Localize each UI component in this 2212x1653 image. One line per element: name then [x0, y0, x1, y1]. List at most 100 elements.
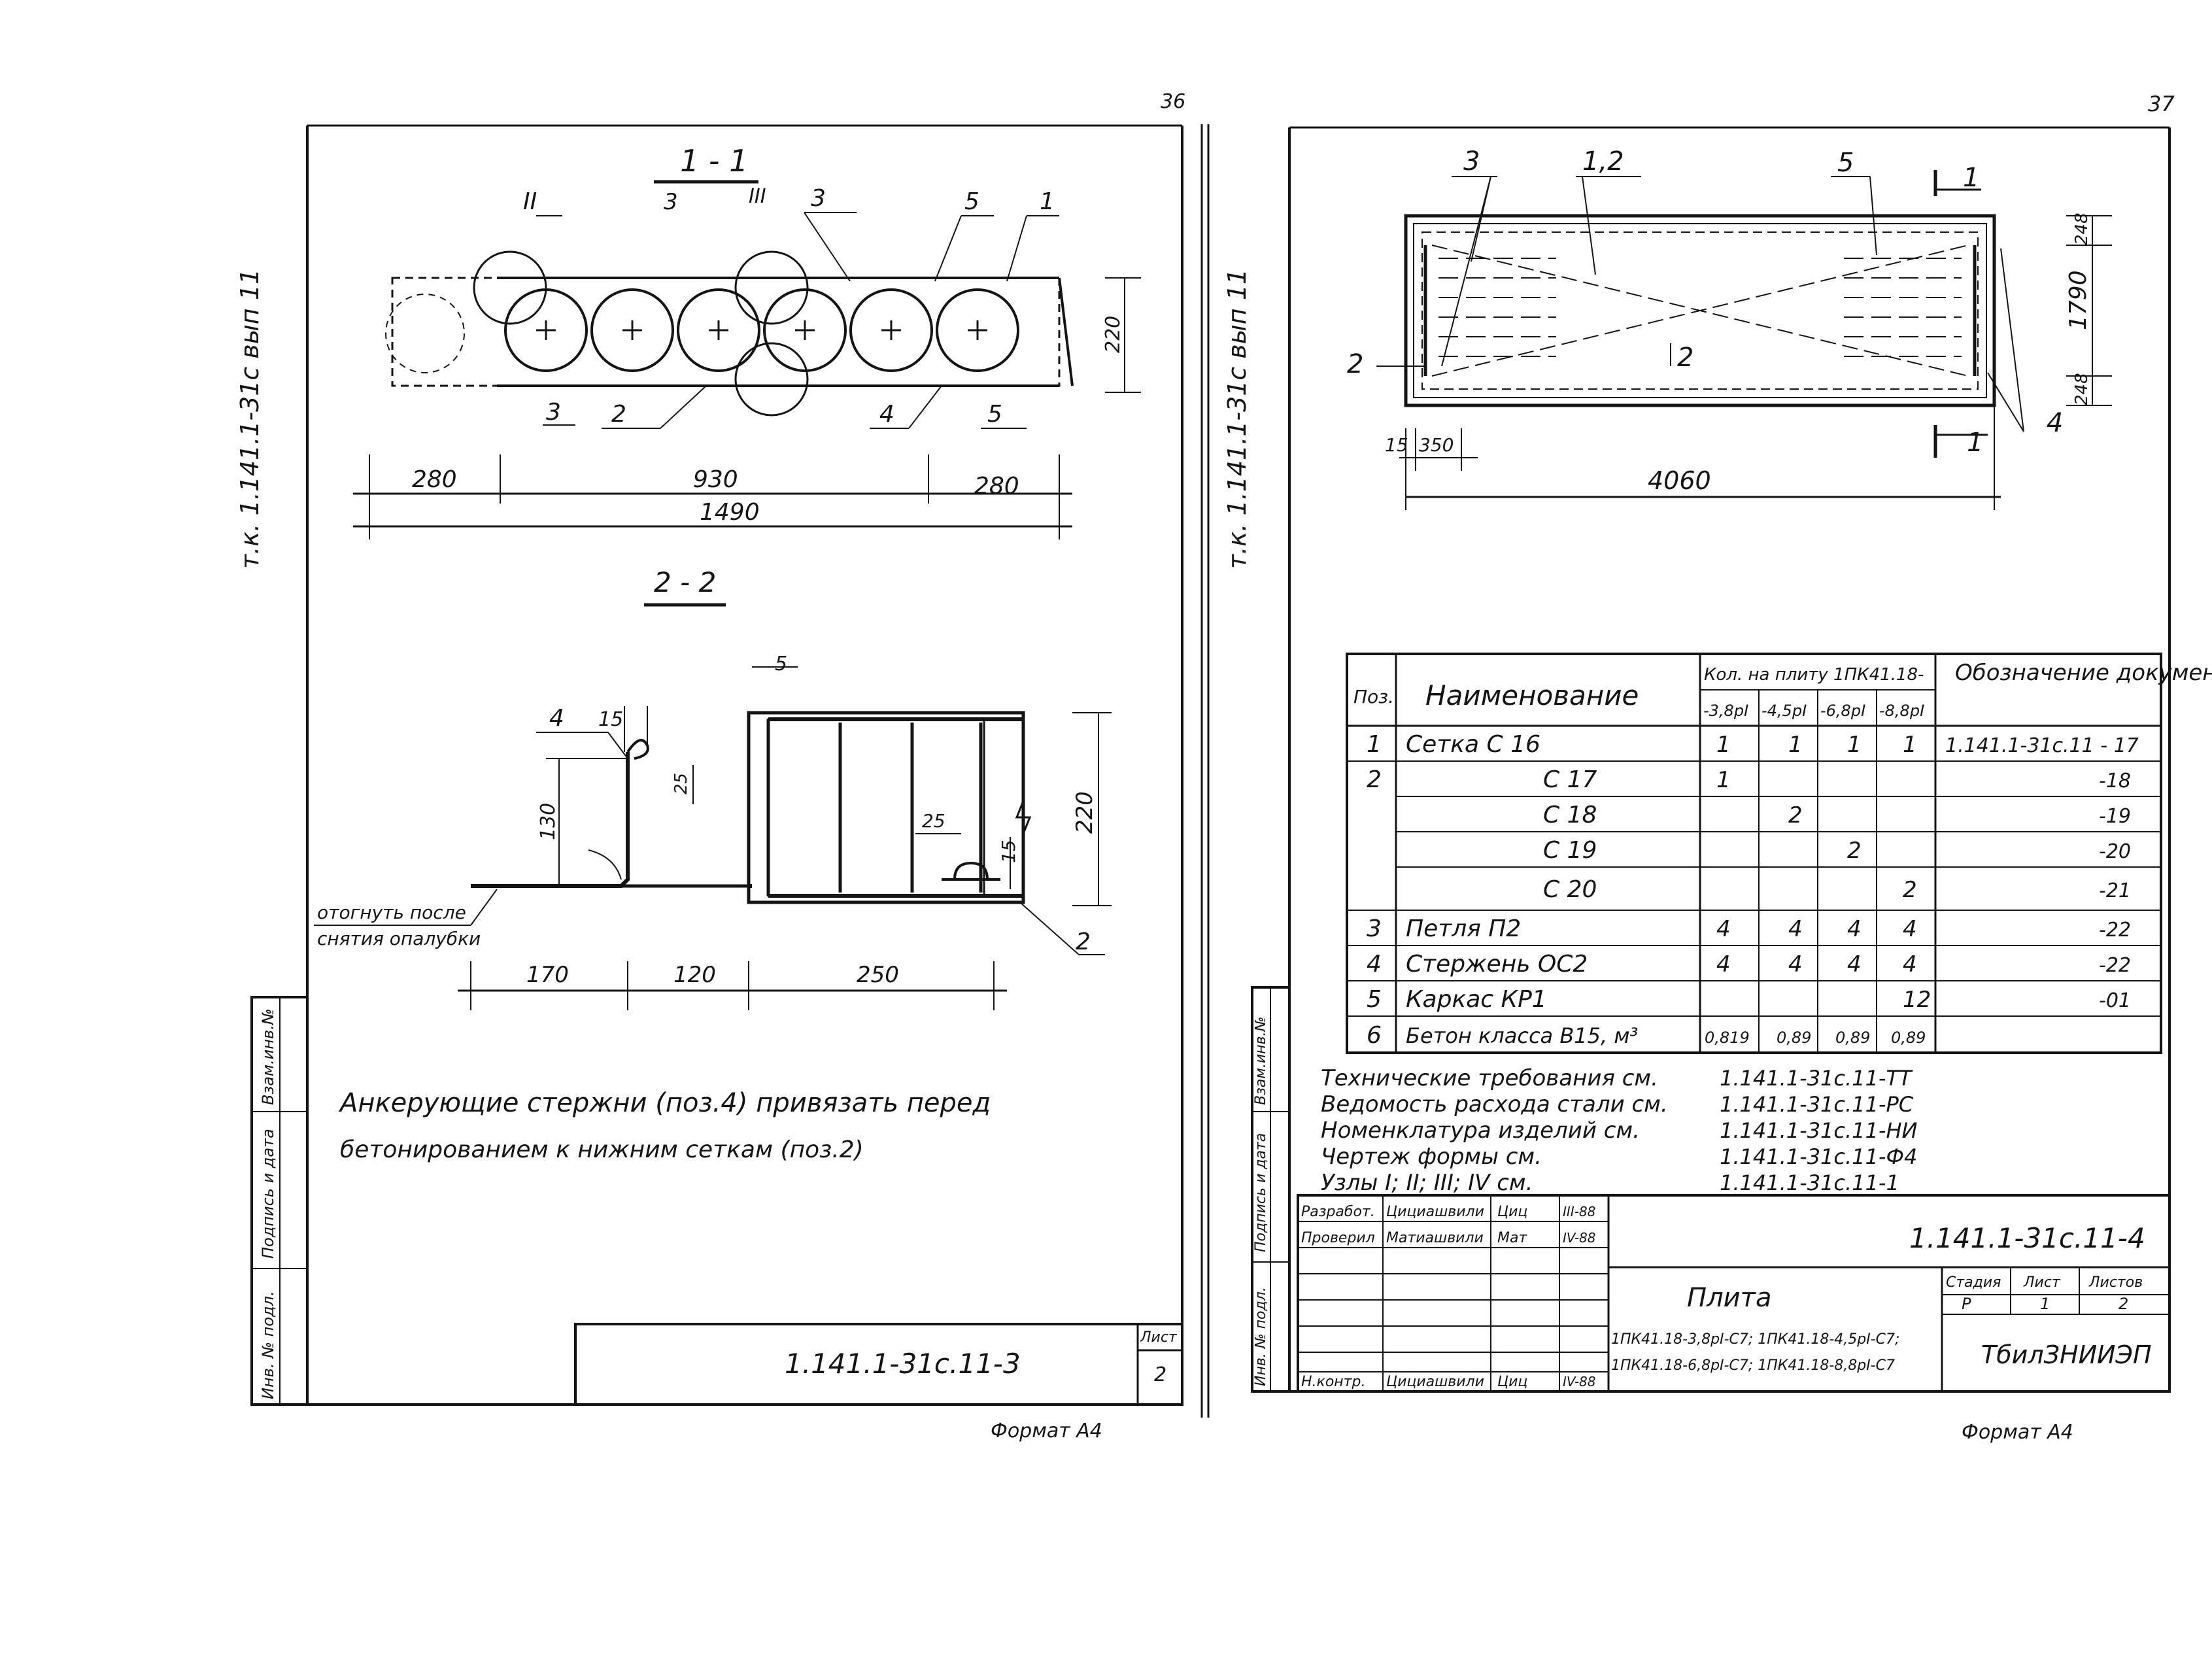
- subhead-4-5: -4,5рI: [1761, 702, 1807, 720]
- person-1-sign: Мат: [1497, 1230, 1527, 1246]
- ref-4-value: 1.141.1-31с.11-1: [1720, 1170, 1899, 1195]
- dim-130: 130: [537, 803, 560, 840]
- dim-15-right: 15: [998, 840, 1019, 863]
- left-title-stamp: 1.141.1-31с.11-3 Лист 2: [574, 1323, 1183, 1406]
- right-stamp-code: 1.141.1-31с.11-4: [1909, 1222, 2145, 1254]
- person-1-name: Матиашвили: [1386, 1230, 1484, 1246]
- dim-1490: 1490: [700, 499, 760, 526]
- anchor-note-line-2: бетонированием к нижним сеткам (поз.2): [340, 1136, 864, 1163]
- left-binding-stamp: Инв. № подл. Подпись и дата Взам.инв.№: [250, 996, 309, 1406]
- stamp-stage: Р: [1962, 1295, 1971, 1313]
- dim-930: 930: [693, 466, 738, 493]
- left-format-label: Формат А4: [991, 1420, 1102, 1442]
- ref-1-value: 1.141.1-31с.11-РС: [1720, 1092, 1914, 1117]
- ref-2-label: Номенклатура изделий см.: [1321, 1117, 1640, 1144]
- table-head-pos: Поз.: [1353, 686, 1394, 707]
- stamp-sheets-label: Листов: [2088, 1274, 2143, 1291]
- dim-250: 250: [857, 962, 899, 988]
- dim-15-plan: 15: [1385, 434, 1408, 456]
- row-7-qty-3: 12: [1903, 987, 1931, 1013]
- table-head-qty: Кол. на плиту 1ПК41.18-: [1704, 665, 1924, 685]
- dim-280-left: 280: [412, 466, 457, 493]
- callout-4: 4: [879, 401, 894, 428]
- left-stamp-sheet-number: 2: [1154, 1363, 1166, 1386]
- stamp-organization: ТбилЗНИИЭП: [1981, 1340, 2152, 1369]
- right-page-number: 37: [2148, 92, 2175, 116]
- row-3-name: С 19: [1543, 837, 1597, 864]
- person-1-date: IV-88: [1563, 1230, 1596, 1246]
- subhead-6-8: -6,8рI: [1820, 702, 1865, 720]
- dimensions-1-1: 280 930 280 1490 220: [353, 277, 1141, 539]
- person-2-sign: Циц: [1497, 1374, 1527, 1390]
- row-0-qty-1: 1: [1788, 732, 1803, 758]
- ref-0-label: Технические требования см.: [1321, 1065, 1658, 1091]
- row-2-qty-1: 2: [1788, 802, 1803, 828]
- dim-220-2-2: 220: [1072, 791, 1098, 834]
- callout-1: 1: [1040, 188, 1055, 215]
- right-sheet: 37 т.к. 1.141.1-31с вып 11 3 1,2 5 1: [1223, 92, 2212, 1444]
- callout-2-2-4: 4: [549, 705, 564, 732]
- row-1-name: С 17: [1543, 766, 1597, 793]
- row-5-name: Петля П2: [1406, 915, 1521, 942]
- dim-15-top: 15: [598, 708, 623, 731]
- right-stamp-inv-no: Инв. № подл.: [1253, 1287, 1269, 1386]
- row-8-qty-0: 0,819: [1705, 1029, 1750, 1047]
- callout-5b: 5: [987, 401, 1002, 428]
- row-5-doc: -22: [2099, 919, 2131, 942]
- callout-2: 2: [611, 401, 626, 428]
- plan-callout-section-top: 1: [1963, 163, 1979, 193]
- callouts-1-1: II 3 III 3 5 1 3 2 4: [523, 185, 1059, 429]
- callout-5a: 5: [964, 188, 979, 215]
- row-8-qty-3: 0,89: [1891, 1029, 1926, 1047]
- row-3-qty-2: 2: [1847, 838, 1862, 864]
- ref-3-value: 1.141.1-31с.11-Ф4: [1720, 1144, 1917, 1169]
- right-stamp-subtitle-2: 1ПК41.18-6,8рI-С7; 1ПК41.18-8,8рI-С7: [1611, 1357, 1895, 1374]
- person-1-role: Проверил: [1301, 1230, 1375, 1246]
- stamp-sheet-label: Лист: [2023, 1274, 2061, 1291]
- row-5-qty-2: 4: [1847, 916, 1862, 942]
- subhead-8-8: -8,8рI: [1879, 702, 1924, 720]
- dim-5: 5: [775, 653, 787, 675]
- row-0-name: Сетка С 16: [1406, 731, 1540, 758]
- row-8-pos: 6: [1367, 1022, 1382, 1049]
- dim-25-horiz: 25: [922, 810, 945, 832]
- row-7-pos: 5: [1367, 986, 1382, 1013]
- row-5-qty-3: 4: [1903, 916, 1917, 942]
- right-stamp-subtitle-1: 1ПК41.18-3,8рI-С7; 1ПК41.18-4,5рI-С7;: [1611, 1331, 1899, 1348]
- row-6-qty-1: 4: [1788, 951, 1803, 978]
- references-list: Технические требования см. 1.141.1-31с.11…: [1321, 1065, 1918, 1196]
- ref-2-value: 1.141.1-31с.11-НИ: [1720, 1118, 1918, 1143]
- left-sheet: 36 т.к. 1.141.1-31с вып 11 1 - 1: [235, 90, 1185, 1442]
- row-8-qty-1: 0,89: [1777, 1029, 1811, 1047]
- ref-4-label: Узлы I; II; III; IV см.: [1321, 1170, 1533, 1196]
- row-8-name: Бетон класса В15, м³: [1406, 1023, 1638, 1048]
- dim-248-bottom: 248: [2072, 373, 2092, 405]
- right-format-label: Формат А4: [1962, 1421, 2073, 1444]
- right-title-block: 1.141.1-31с.11-4 Плита 1ПК41.18-3,8рI-С7…: [1297, 1194, 2171, 1393]
- dim-4060: 4060: [1648, 466, 1711, 495]
- table-head-doc-1: Обозначение документа: [1955, 660, 2212, 686]
- row-4-doc: -21: [2099, 879, 2131, 902]
- anchor-note-line-1: Анкерующие стержни (поз.4) привязать пер…: [338, 1088, 991, 1118]
- plan-callout-2-mid: 2: [1677, 343, 1693, 373]
- callout-3c: 3: [546, 399, 561, 426]
- row-8-qty-2: 0,89: [1835, 1029, 1870, 1047]
- right-stamp-title: Плита: [1687, 1283, 1771, 1313]
- row-3-doc: -20: [2099, 840, 2131, 863]
- section-1-1: 1 - 1 II 3: [353, 143, 1141, 539]
- callout-node-3: III: [749, 185, 766, 208]
- row-5-qty-0: 4: [1716, 916, 1731, 942]
- table-head-name: Наименование: [1425, 679, 1639, 711]
- dim-1790: 1790: [2065, 270, 2092, 330]
- row-4-qty-3: 2: [1903, 877, 1917, 903]
- row-1-pos: 2: [1367, 766, 1382, 793]
- row-2-doc: -19: [2099, 805, 2131, 828]
- dim-220-1-1: 220: [1102, 316, 1125, 353]
- subhead-3-8: -3,8рI: [1703, 702, 1748, 720]
- dim-280-right: 280: [974, 473, 1019, 500]
- right-binding-stamp: Инв. № подл. Подпись и дата Взам.инв.№: [1251, 986, 1291, 1393]
- section-2-2: 2 - 2 4 15 5 2: [314, 566, 1112, 1010]
